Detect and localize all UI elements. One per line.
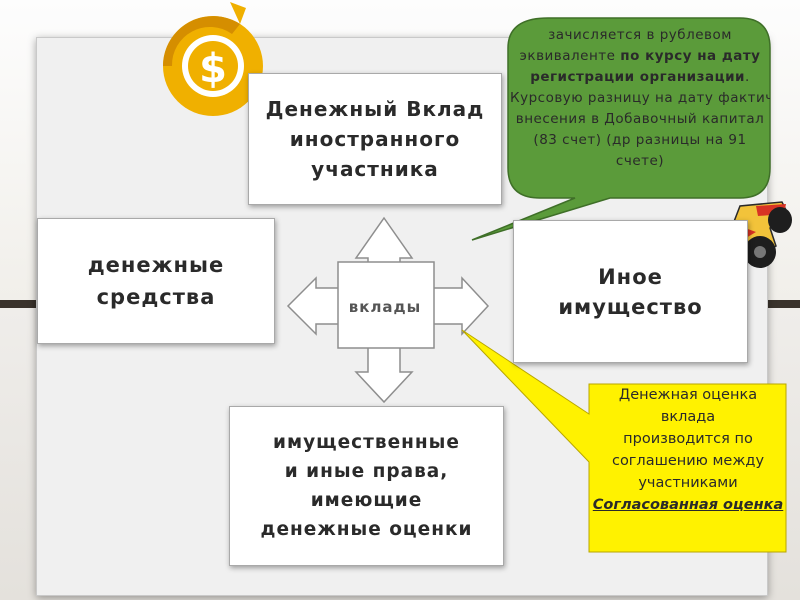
box-other-property: Иное имущество [513, 220, 748, 363]
green-line-2: эквиваленте по курсу на дату [519, 48, 761, 64]
dollar-sign-icon: $ [163, 2, 263, 116]
yellow-emphasis: Согласованная оценка [592, 497, 784, 513]
green-line-6: (83 счет) (др разницы на 91 [533, 132, 747, 148]
box-property-rights: имущественные и иные права, имеющие дене… [229, 406, 504, 566]
yellow-callout-shape [461, 329, 787, 553]
yellow-line-5: участниками [638, 475, 738, 491]
green-line-3: регистрации организации. [530, 69, 750, 85]
svg-text:$: $ [199, 46, 227, 92]
yellow-line-4: соглашению между [611, 453, 765, 469]
green-line-1: зачисляется в рублевом [548, 27, 732, 43]
green-line-4: Курсовую разницу на дату фактич [510, 90, 770, 106]
yellow-line-1: Денежная оценка [618, 387, 758, 403]
four-way-arrow [286, 216, 490, 404]
box-foreign-contribution: Денежный Вклад иностранного участника [248, 73, 502, 205]
yellow-line-2: вклада [660, 409, 716, 425]
green-line-5: внесения в Добавочный капитал [515, 111, 765, 127]
green-callout: зачисляется в рублевом эквиваленте по ку… [510, 25, 770, 197]
yellow-line-3: производится по [623, 431, 753, 447]
green-line-7: счете) [615, 153, 665, 169]
box-cash: денежные средства [37, 218, 275, 344]
green-callout-shape [471, 17, 771, 241]
cross-label: вклады [348, 298, 422, 316]
yellow-callout: Денежная оценка вклада производится по с… [590, 384, 786, 516]
